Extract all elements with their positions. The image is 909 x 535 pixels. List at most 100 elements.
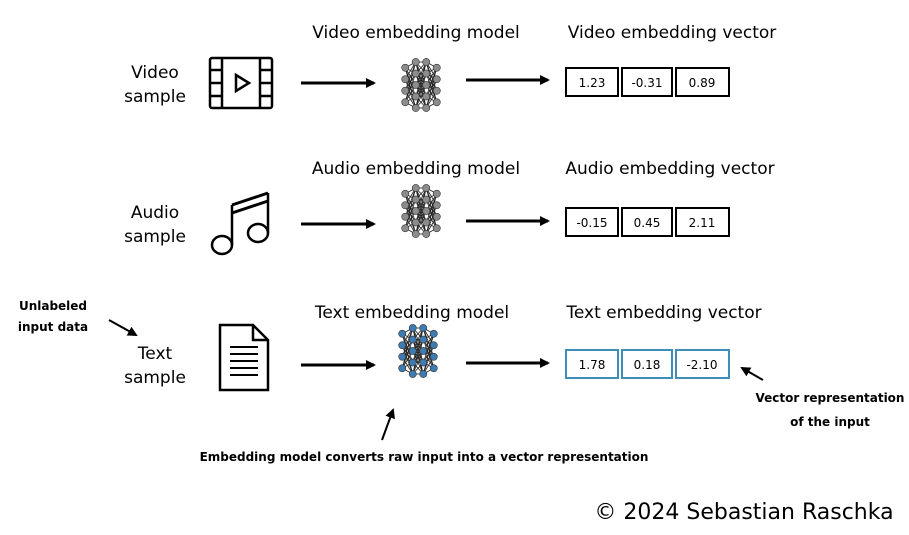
text-vector-value: 0.18: [634, 358, 661, 372]
music-note-icon: [210, 191, 270, 256]
video-row: Video sample Video embedding model Video…: [124, 23, 776, 112]
neural-net-node: [422, 230, 431, 238]
neural-net-edge: [415, 61, 427, 97]
audio-sample-label-line2: sample: [124, 227, 186, 247]
neural-net-node: [429, 329, 438, 338]
audio-vector-value: -0.15: [576, 216, 607, 230]
neural-net-node: [422, 104, 431, 112]
unlabeled-label-line1: Unlabeled: [19, 299, 87, 313]
text-vector-cell: [565, 349, 619, 379]
text-sample-label-line2: sample: [124, 368, 186, 388]
neural-net-edge: [425, 67, 438, 109]
neural-net-edge: [415, 61, 427, 86]
text-vector-value: -2.10: [686, 358, 717, 372]
neural-net-node: [411, 81, 420, 89]
neural-net-node: [432, 86, 441, 95]
neural-net-node: [422, 81, 431, 89]
neural-net-node: [411, 230, 420, 238]
embedding-note-annotation: Embedding model converts raw input into …: [200, 408, 648, 464]
neural-net-node: [432, 189, 441, 198]
neural-net-edge: [415, 210, 427, 235]
audio-model-title: Audio embedding model: [312, 159, 520, 179]
neural-net-edge: [422, 345, 435, 375]
neural-net-node: [419, 347, 428, 355]
video-vector-value: 1.23: [579, 76, 606, 90]
neural-net-edge: [415, 187, 427, 212]
video-vector-cell: [565, 67, 619, 97]
text-vector-cell: [621, 349, 673, 379]
neural-net-node: [401, 98, 410, 107]
video-film-icon: [208, 56, 274, 110]
text-vector-title: Text embedding vector: [565, 303, 761, 323]
video-model-title: Video embedding model: [312, 23, 520, 43]
neural-net-node: [422, 207, 431, 215]
vector-repr-label-line2: of the input: [790, 415, 870, 429]
audio-vector-value: 0.45: [634, 216, 661, 230]
audio-vector-cell: [565, 207, 619, 237]
neural-net-edge: [404, 187, 417, 217]
vector-repr-pointer-arrow: [740, 367, 764, 381]
neural-net-node: [432, 98, 441, 107]
neural-net-node: [422, 195, 431, 204]
neural-net-edge: [404, 187, 417, 229]
neural-net-node: [432, 63, 441, 72]
neural-net-edge: [415, 73, 427, 109]
neural-net-edge: [425, 79, 438, 109]
neural-net-node: [429, 352, 438, 361]
neural-net-node: [411, 184, 420, 192]
neural-net-node: [411, 207, 420, 215]
video-vector-cell: [621, 67, 673, 97]
neural-net-edge: [415, 61, 427, 109]
neural-net-edge: [401, 327, 414, 357]
copyright-text: © 2024 Sebastian Raschka: [594, 500, 893, 525]
neural-net-node: [408, 347, 417, 355]
neural-net-edge: [415, 84, 427, 109]
audio-vector-value: 2.11: [689, 216, 716, 230]
neural-net-node: [401, 86, 410, 95]
neural-net-node: [419, 335, 428, 344]
neural-net-node: [411, 92, 420, 101]
neural-net-node: [408, 335, 417, 344]
neural-net-node: [408, 370, 417, 378]
neural-net-edge: [415, 187, 427, 235]
video-sample-label-line2: sample: [124, 87, 186, 107]
unlabeled-label-line2: input data: [18, 320, 88, 334]
neural-net-edge: [404, 73, 417, 103]
audio-neural-net-icon: [401, 184, 441, 238]
neural-net-node: [398, 352, 407, 361]
unlabeled-annotation: Unlabeled input data: [18, 299, 138, 336]
neural-net-edge: [404, 61, 417, 103]
neural-net-node: [401, 212, 410, 221]
text-sample-label-line1: Text: [137, 344, 173, 364]
neural-net-node: [429, 364, 438, 373]
neural-net-node: [411, 195, 420, 204]
document-icon: [218, 323, 270, 392]
neural-net-node: [401, 63, 410, 72]
neural-net-node: [398, 329, 407, 338]
video-vector-value: -0.31: [631, 76, 662, 90]
neural-net-edge: [412, 327, 424, 375]
text-vector: 1.78 0.18 -2.10: [565, 349, 730, 379]
neural-net-edge: [412, 327, 424, 363]
text-row: Text sample Text embedding model Text em…: [124, 303, 762, 392]
neural-net-node: [432, 75, 441, 84]
neural-net-edge: [422, 333, 435, 363]
neural-net-node: [422, 58, 431, 66]
neural-net-node: [408, 324, 417, 332]
audio-sample-label-line1: Audio: [131, 203, 179, 223]
text-model-title: Text embedding model: [314, 303, 509, 323]
neural-net-edge: [412, 327, 424, 352]
audio-vector: -0.15 0.45 2.11: [565, 207, 730, 237]
video-vector: 1.23 -0.31 0.89: [565, 67, 730, 97]
neural-net-edge: [425, 67, 438, 97]
neural-net-node: [411, 218, 420, 227]
neural-net-edge: [422, 333, 435, 375]
neural-net-edge: [415, 199, 427, 235]
text-vector-value: 1.78: [579, 358, 606, 372]
video-vector-cell: [675, 67, 730, 97]
video-vector-value: 0.89: [689, 76, 716, 90]
unlabeled-pointer-arrow: [108, 319, 138, 336]
audio-vector-cell: [675, 207, 730, 237]
neural-net-node: [411, 58, 420, 66]
